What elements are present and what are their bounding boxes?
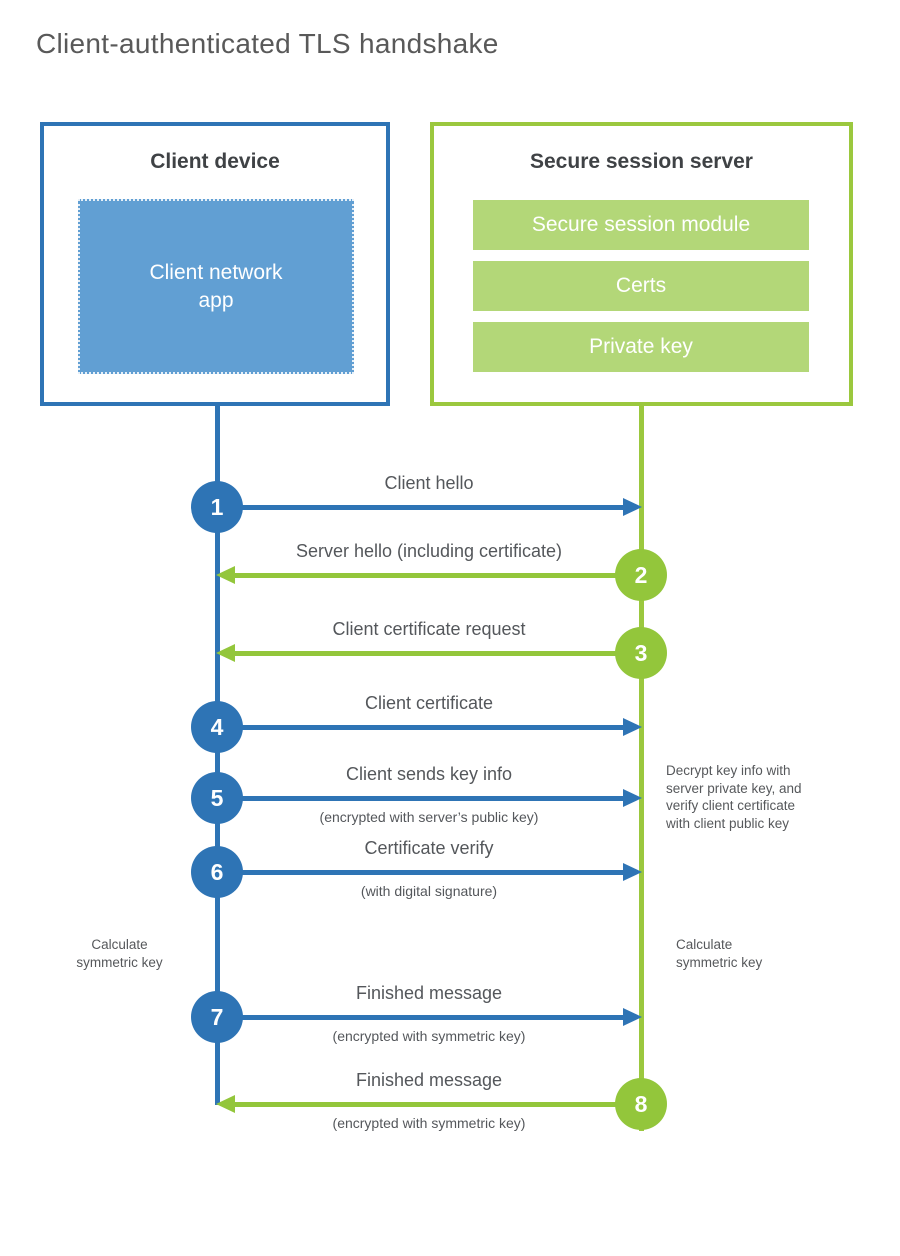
arrow-line xyxy=(234,573,646,578)
arrow-label: Finished message xyxy=(355,1070,503,1090)
arrow-line xyxy=(234,651,646,656)
annotation-decrypt-key-info: Decrypt key info with server private key… xyxy=(666,763,802,831)
client-network-app-label: Client network app xyxy=(149,260,283,312)
arrow-sublabel: (encrypted with symmetric key) xyxy=(332,1028,526,1044)
arrow-line xyxy=(230,1015,624,1020)
arrow-label: Finished message xyxy=(355,983,503,1003)
arrow-label: Client hello xyxy=(384,473,474,493)
arrow-line xyxy=(230,796,624,801)
client-device-title: Client device xyxy=(150,150,280,173)
arrow-label: Client certificate request xyxy=(332,619,526,639)
server-title: Secure session server xyxy=(530,150,753,173)
arrow-sublabel: (with digital signature) xyxy=(360,883,498,899)
client-lifeline xyxy=(215,406,220,1105)
arrow-sublabel: (encrypted with symmetric key) xyxy=(332,1115,526,1131)
arrow-line xyxy=(230,870,624,875)
annotation-calculate-symmetric-key-server: Calculate symmetric key xyxy=(676,937,763,970)
server-module-label: Private key xyxy=(589,335,693,358)
arrow-line xyxy=(230,505,624,510)
client-device-box: Client device Client network app xyxy=(40,122,390,406)
page-title: Client-authenticated TLS handshake xyxy=(36,28,499,59)
server-box: Secure session server Secure session mod… xyxy=(430,122,853,406)
arrow-label: Server hello (including certificate) xyxy=(295,541,563,561)
arrow-label: Client certificate xyxy=(364,693,494,713)
server-module-bar-private-key: Private key xyxy=(473,322,809,372)
arrow-label: Client sends key info xyxy=(345,764,513,784)
server-module-bar-secure-session-module: Secure session module xyxy=(473,200,809,250)
arrow-sublabel: (encrypted with server’s public key) xyxy=(319,809,539,825)
server-lifeline xyxy=(639,406,644,1131)
server-module-bar-certs: Certs xyxy=(473,261,809,311)
server-module-label: Certs xyxy=(615,274,667,297)
client-network-app-box: Client network app xyxy=(78,199,354,374)
arrow-line xyxy=(230,725,624,730)
arrow-label: Certificate verify xyxy=(364,838,494,858)
arrow-line xyxy=(234,1102,646,1107)
annotation-calculate-symmetric-key-client: Calculate symmetric key xyxy=(76,937,163,970)
server-module-label: Secure session module xyxy=(531,213,751,236)
